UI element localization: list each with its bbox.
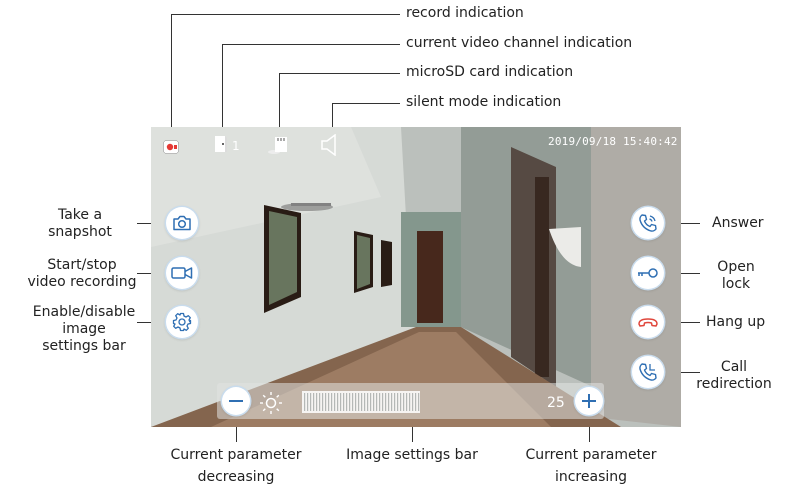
video-camera-icon [171, 267, 193, 279]
leader-microsd-v [279, 73, 280, 135]
silent-mode-icon [320, 133, 340, 160]
call-redirect-button[interactable] [632, 356, 664, 388]
parameter-value: 25 [547, 395, 565, 411]
increase-button[interactable] [575, 387, 603, 415]
leader-channel-v [222, 44, 223, 134]
callout-hang-up: Hang up [706, 314, 766, 330]
callout-silent-indication: silent mode indication [406, 94, 562, 110]
plus-icon [582, 394, 596, 408]
call-forward-icon [639, 363, 657, 381]
leader-answer [664, 223, 700, 224]
leader-hang-up [664, 322, 700, 323]
callout-record-indication: record indication [406, 5, 524, 21]
leader-decrease [236, 412, 237, 442]
video-record-button[interactable] [166, 257, 198, 289]
phone-icon [639, 214, 657, 232]
key-icon [638, 268, 658, 278]
microsd-card-icon [267, 135, 289, 159]
answer-button[interactable] [632, 207, 664, 239]
leader-bar [412, 412, 413, 442]
image-settings-button[interactable] [166, 306, 198, 338]
callout-answer: Answer [712, 215, 764, 231]
hang-up-button[interactable] [632, 306, 664, 338]
leader-record [171, 14, 400, 15]
gear-icon [172, 312, 192, 332]
leader-silent [332, 103, 400, 104]
channel-number: 1 [232, 139, 240, 153]
callout-image-settings-bar: Image settings bar [346, 447, 478, 463]
record-indicator-icon [163, 139, 179, 158]
camera-view-image [151, 127, 681, 427]
brightness-icon [259, 391, 283, 419]
leader-record-v [171, 14, 172, 134]
parameter-level-slider[interactable] [302, 391, 420, 417]
leader-open-lock [664, 273, 700, 274]
datetime-display: 2019/09/18 15:40:42 [548, 135, 678, 148]
camera-icon [173, 215, 191, 231]
leader-redirect [664, 372, 700, 373]
leader-silent-v [332, 103, 333, 133]
decrease-button[interactable] [222, 387, 250, 415]
leader-microsd [279, 73, 400, 74]
video-channel-icon [213, 135, 229, 157]
leader-increase [589, 412, 590, 442]
callout-channel-indication: current video channel indication [406, 35, 633, 51]
open-lock-button[interactable] [632, 257, 664, 289]
leader-channel [222, 44, 400, 45]
monitor-screen: 1 2019/09/18 15:40:42 [151, 127, 681, 427]
snapshot-button[interactable] [166, 207, 198, 239]
hang-up-icon [638, 318, 658, 327]
callout-microsd-indication: microSD card indication [406, 64, 574, 80]
minus-icon [229, 400, 243, 402]
